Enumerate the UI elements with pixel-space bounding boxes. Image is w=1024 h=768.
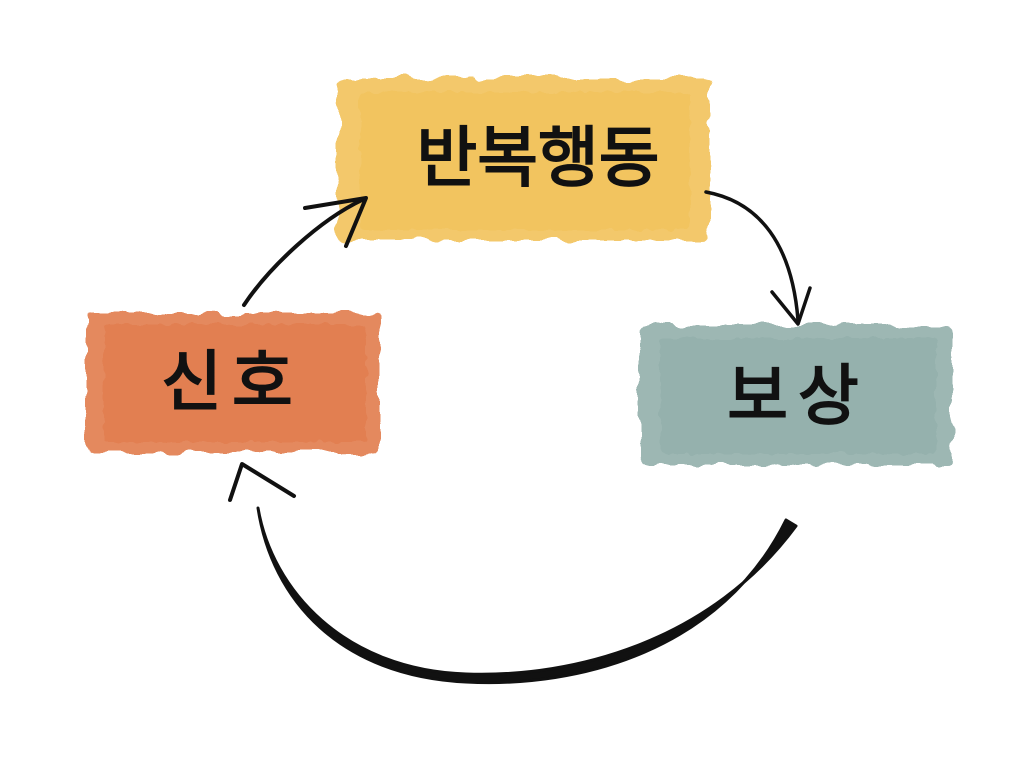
node-habit-label: 반복행동: [417, 120, 660, 197]
arrow-habit-to-reward: [704, 190, 812, 326]
node-habit: 반복행동: [338, 78, 710, 240]
arrow-habit-to-reward-shaft: [704, 190, 800, 322]
node-habit-box-core: [360, 92, 690, 230]
arrow-reward-to-cue-shaft: [256, 506, 798, 685]
node-cue-box-core: [104, 324, 366, 442]
arrow-cue-to-habit-head: [303, 196, 368, 248]
arrow-habit-to-reward-head: [770, 286, 812, 326]
node-reward-label: 보상: [727, 358, 868, 435]
arrow-reward-to-cue-head: [228, 462, 296, 502]
arrow-cue-to-habit: [242, 196, 368, 307]
arrow-reward-to-cue: [228, 462, 798, 685]
node-cue-label: 신호: [161, 344, 302, 421]
node-cue: 신호: [86, 313, 380, 453]
arrow-cue-to-habit-shaft: [242, 198, 364, 307]
node-reward: 보상: [640, 325, 952, 465]
node-reward-box-core: [660, 338, 936, 454]
